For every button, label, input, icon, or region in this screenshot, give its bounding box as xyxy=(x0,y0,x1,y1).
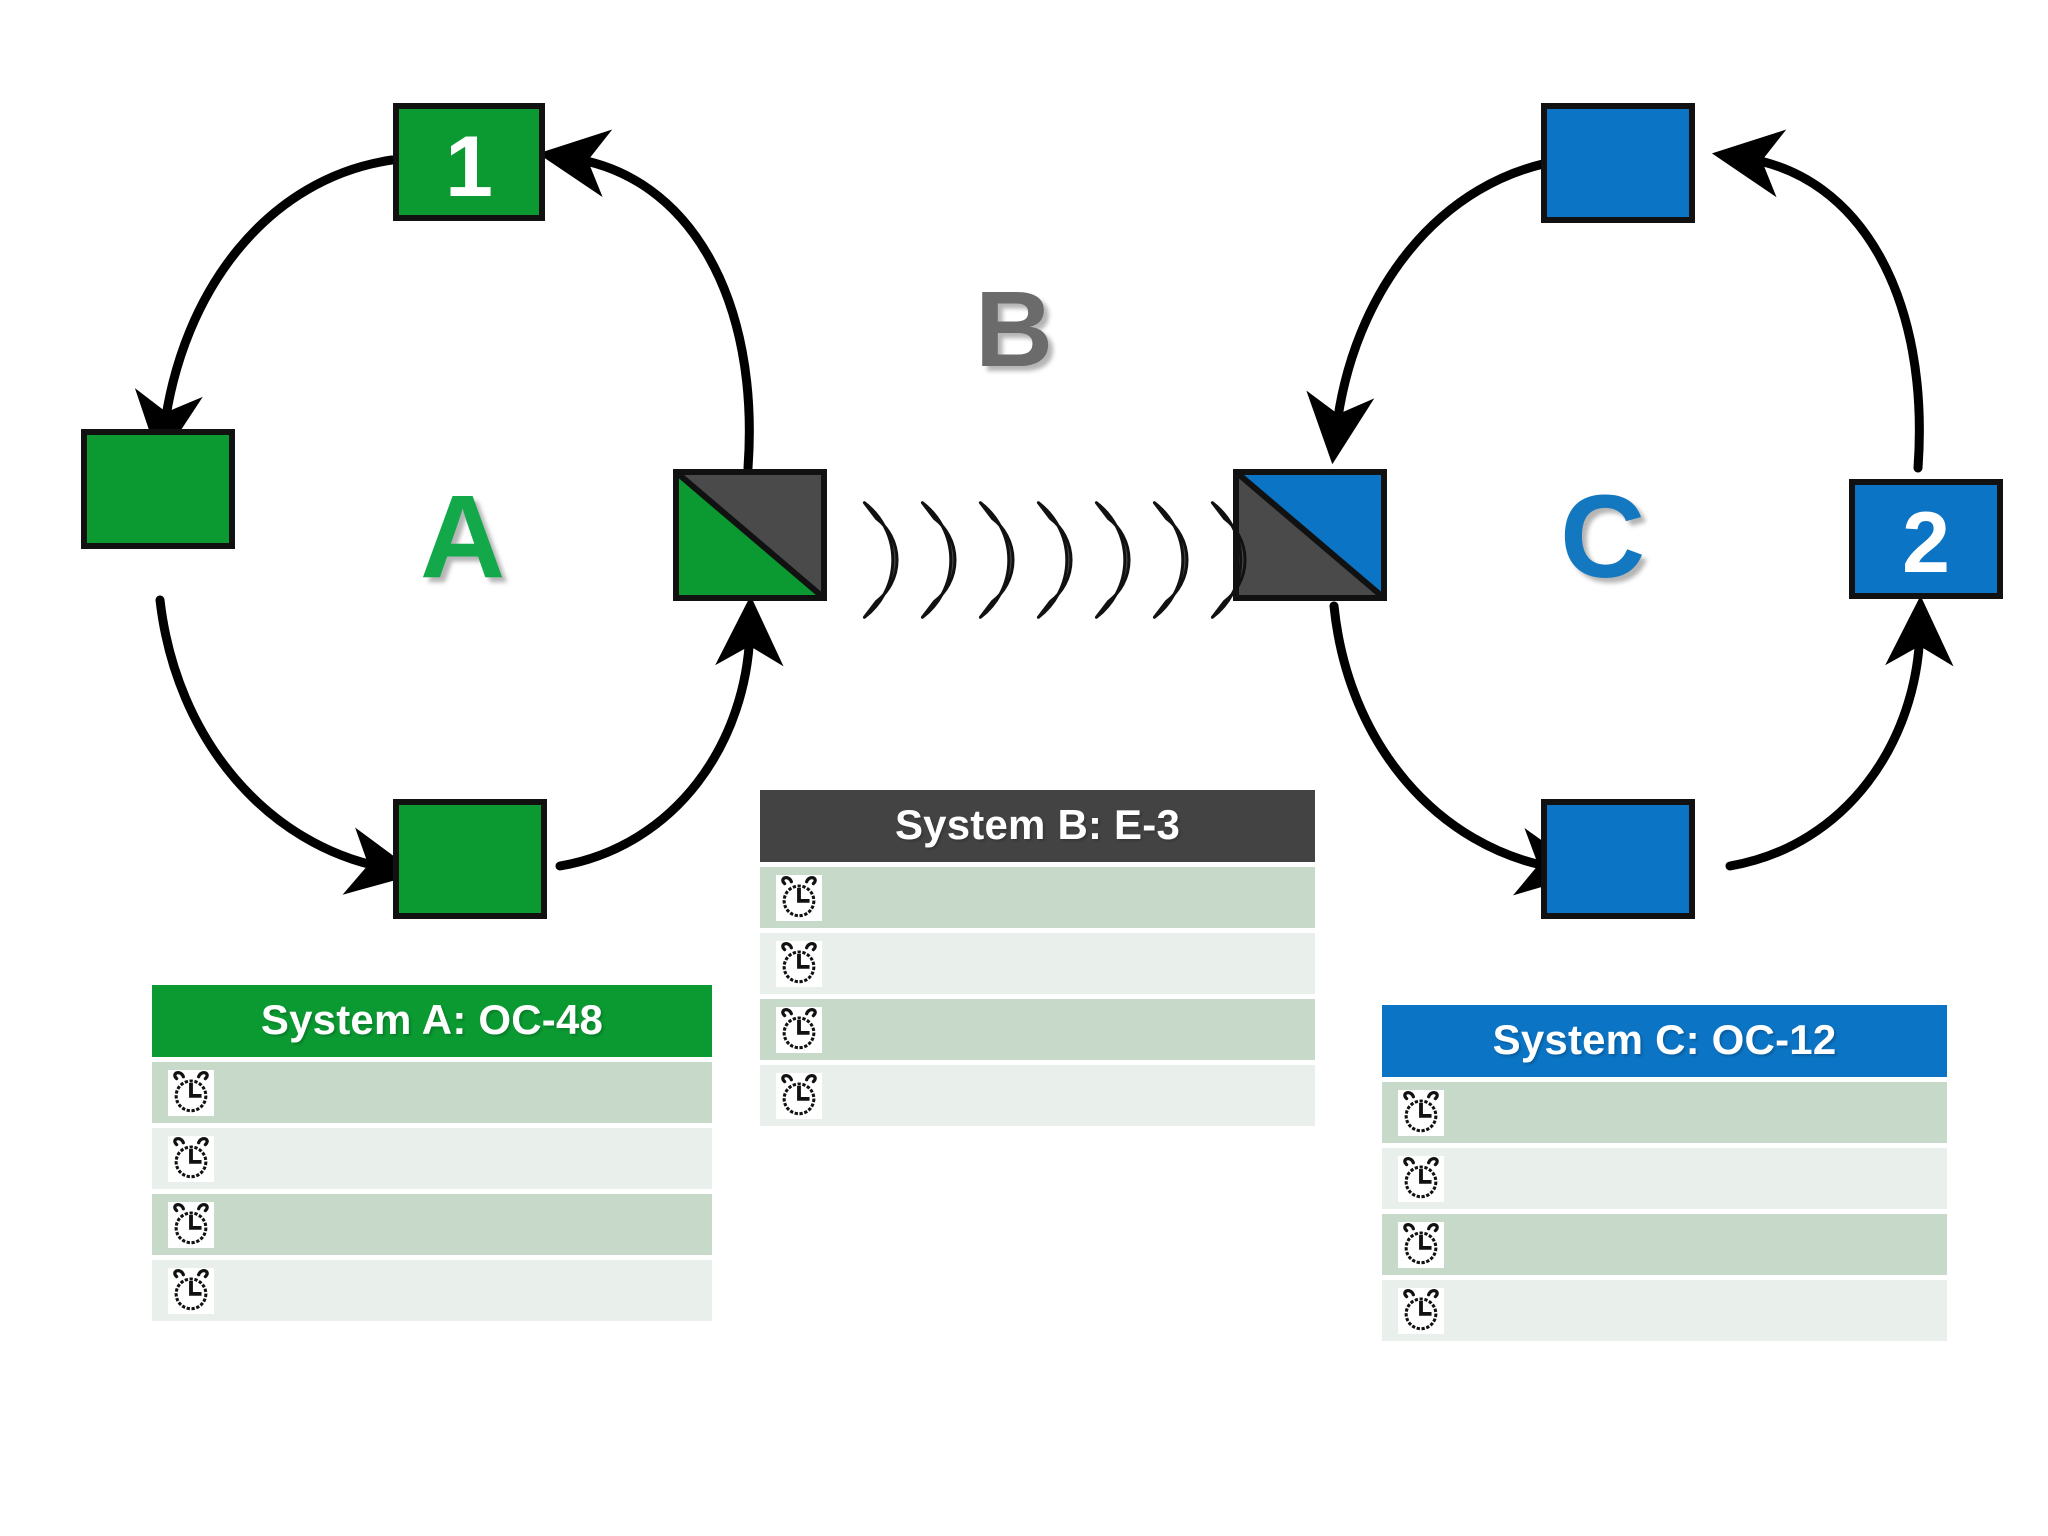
arrow-a-bottom-to-gateway xyxy=(555,595,784,871)
legend-row[interactable] xyxy=(760,933,1315,994)
link-b-waves xyxy=(862,501,1247,619)
alarm-clock-icon xyxy=(776,1072,822,1119)
legend-system-a: System A: OC-48 xyxy=(152,985,712,1326)
legend-row[interactable] xyxy=(1382,1280,1947,1341)
legend-row[interactable] xyxy=(152,1062,712,1123)
alarm-clock-icon xyxy=(1398,1155,1444,1202)
legend-system-b-rows xyxy=(760,867,1315,1126)
link-b-letter: B xyxy=(975,268,1053,389)
wave-arc-6 xyxy=(1152,501,1189,619)
wave-arc-3 xyxy=(978,501,1015,619)
legend-row[interactable] xyxy=(760,1065,1315,1126)
legend-system-c: System C: OC-12 xyxy=(1382,1005,1947,1346)
legend-system-b: System B: E-3 xyxy=(760,790,1315,1131)
legend-row[interactable] xyxy=(1382,1082,1947,1143)
ring-c-letter: C xyxy=(1560,471,1646,603)
node-a-1-label: 1 xyxy=(445,119,493,215)
node-c-top[interactable] xyxy=(1541,103,1695,223)
legend-system-c-rows xyxy=(1382,1082,1947,1341)
legend-system-a-rows xyxy=(152,1062,712,1321)
arrow-c-bottom-to-2 xyxy=(1725,595,1954,871)
legend-row[interactable] xyxy=(152,1128,712,1189)
ring-c-arrows xyxy=(1306,129,1954,896)
alarm-clock-icon xyxy=(168,1201,214,1248)
legend-system-b-title: System B: E-3 xyxy=(760,790,1315,862)
legend-row[interactable] xyxy=(1382,1148,1947,1209)
arrow-a-gateway-to-1 xyxy=(537,129,754,473)
legend-row[interactable] xyxy=(760,867,1315,928)
ring-a-arrows xyxy=(134,129,784,895)
arrow-c-2-to-top xyxy=(1711,129,1924,473)
node-c-gateway[interactable] xyxy=(1233,469,1387,601)
ring-a-letter: A xyxy=(420,471,506,603)
legend-system-c-title: System C: OC-12 xyxy=(1382,1005,1947,1077)
node-a-gateway[interactable] xyxy=(673,469,827,601)
arrow-a-left-to-bottom xyxy=(155,595,418,895)
node-a-bottom[interactable] xyxy=(393,799,547,919)
alarm-clock-icon xyxy=(776,940,822,987)
legend-system-a-title: System A: OC-48 xyxy=(152,985,712,1057)
wave-arc-2 xyxy=(920,501,957,619)
wave-arc-7 xyxy=(1210,501,1247,619)
node-c-2[interactable]: 2 xyxy=(1849,479,2003,599)
legend-row[interactable] xyxy=(1382,1214,1947,1275)
arrow-c-top-to-gateway xyxy=(1306,155,1569,465)
legend-row[interactable] xyxy=(760,999,1315,1060)
wave-arc-5 xyxy=(1094,501,1131,619)
alarm-clock-icon xyxy=(1398,1287,1444,1334)
alarm-clock-icon xyxy=(776,1006,822,1053)
node-c-2-label: 2 xyxy=(1902,495,1950,591)
legend-row[interactable] xyxy=(152,1194,712,1255)
arrow-a-1-to-left xyxy=(134,155,397,463)
alarm-clock-icon xyxy=(168,1069,214,1116)
alarm-clock-icon xyxy=(1398,1221,1444,1268)
alarm-clock-icon xyxy=(1398,1089,1444,1136)
node-a-1[interactable]: 1 xyxy=(393,103,545,221)
node-a-left[interactable] xyxy=(81,429,235,549)
alarm-clock-icon xyxy=(168,1267,214,1314)
alarm-clock-icon xyxy=(776,874,822,921)
alarm-clock-icon xyxy=(168,1135,214,1182)
node-c-bottom[interactable] xyxy=(1541,799,1695,919)
wave-arc-4 xyxy=(1036,501,1073,619)
legend-row[interactable] xyxy=(152,1260,712,1321)
wave-arc-1 xyxy=(862,501,899,619)
arrow-c-gateway-to-bottom xyxy=(1329,601,1588,896)
